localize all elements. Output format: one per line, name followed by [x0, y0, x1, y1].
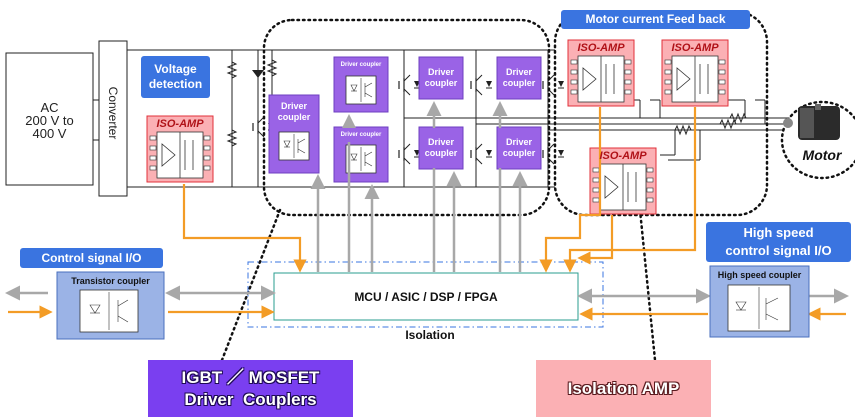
iso-amp-label-w: ISO-AMP: [599, 150, 647, 162]
driver-coupler-lower-label: Driver coupler: [335, 128, 387, 142]
driver-coupler-c-line2: coupler: [424, 148, 458, 158]
driver-coupler-b-line2: coupler: [502, 78, 536, 88]
driver-coupler-large-line1: Driver: [280, 101, 307, 111]
driver-coupler-upper-label: Driver coupler: [335, 58, 387, 72]
driver-coupler-a-line1: Driver: [427, 67, 454, 77]
igbt-box-line2: Driver Couplers: [184, 389, 317, 409]
transistor-coupler-label: Transistor coupler: [71, 276, 150, 286]
driver-coupler-large-label: Driver coupler: [270, 96, 318, 128]
driver-coupler-c-label: Driver coupler: [420, 128, 462, 168]
driver-coupler-a-label: Driver coupler: [420, 58, 462, 98]
voltage-detection-tag: Voltage detection: [141, 56, 210, 98]
control-signal-io-tag: Control signal I/O: [20, 248, 163, 268]
driver-coupler-region: [262, 18, 551, 217]
voltage-detection-line2: detection: [148, 77, 203, 91]
isolation-amp-box: Isolation AMP: [536, 360, 711, 417]
ac-source-box: [5, 52, 94, 186]
driver-coupler-b-line1: Driver: [505, 67, 532, 77]
ac-source-line2: 200 V to: [25, 112, 74, 128]
orange-feedback-arrows: [8, 107, 846, 321]
converter-box: [98, 40, 128, 197]
high-speed-io-line2: control signal I/O: [725, 243, 832, 258]
driver-coupler-b-label: Driver coupler: [498, 58, 540, 98]
voltage-detection-line1: Voltage: [154, 62, 197, 76]
mcu-label: MCU / ASIC / DSP / FPGA: [354, 290, 498, 304]
motor-label: Motor: [802, 147, 842, 163]
driver-coupler-d-label: Driver coupler: [498, 128, 540, 168]
driver-coupler-d-line2: coupler: [502, 148, 536, 158]
motor-icon: [780, 100, 855, 180]
iso-amp-label-v: ISO-AMP: [671, 42, 719, 54]
high-speed-control-io-tag: High speed control signal I/O: [706, 222, 851, 262]
motor-current-feedback-tag: Motor current Feed back: [561, 10, 750, 29]
iso-amp-label-voltage: ISO-AMP: [156, 118, 204, 130]
converter-label: Converter: [106, 86, 120, 140]
ac-source-line1: AC: [40, 99, 59, 115]
driver-coupler-large-line2: coupler: [277, 112, 311, 122]
ac-source-line3: 400 V: [32, 125, 67, 141]
driver-coupler-d-line1: Driver: [505, 137, 532, 147]
high-speed-io-line1: High speed: [743, 225, 814, 240]
driver-coupler-a-line2: coupler: [424, 78, 458, 88]
mcu-box: [273, 272, 579, 321]
igbt-mosfet-driver-couplers-box: IGBT ／ MOSFET Driver Couplers: [148, 360, 353, 417]
ac-source-label: AC 200 V to 400 V: [6, 93, 93, 147]
driver-coupler-c-line1: Driver: [427, 137, 454, 147]
iso-amp-label-u: ISO-AMP: [577, 42, 625, 54]
igbt-box-line1: IGBT ／ MOSFET: [181, 367, 320, 387]
high-speed-coupler-label: High speed coupler: [717, 270, 802, 280]
isolation-label: Isolation: [405, 328, 455, 342]
